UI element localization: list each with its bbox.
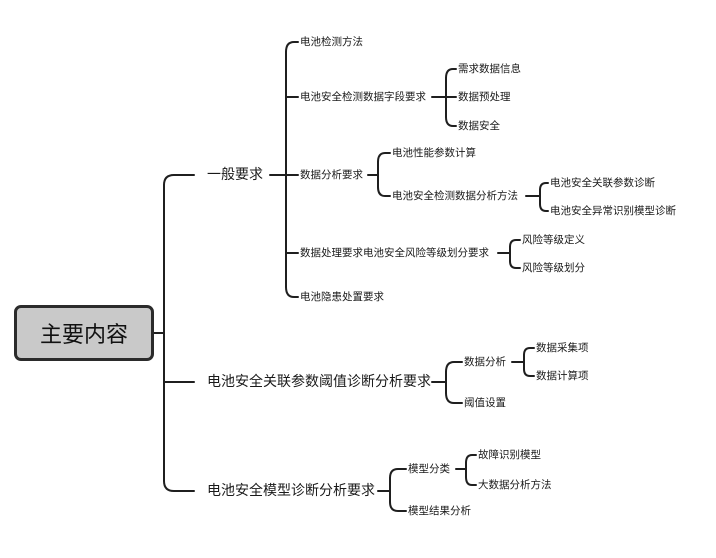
node-anomaly-model-diagnosis[interactable]: 电池安全异常识别模型诊断: [550, 205, 676, 217]
node-data-analysis-requirements[interactable]: 数据分析要求: [300, 169, 363, 181]
root-node[interactable]: 主要内容: [14, 305, 154, 361]
node-big-data-method[interactable]: 大数据分析方法: [478, 479, 552, 491]
branch-model-diagnosis[interactable]: 电池安全模型诊断分析要求: [207, 483, 375, 499]
node-threshold-setting[interactable]: 阈值设置: [464, 397, 506, 409]
node-demand-data-info[interactable]: 需求数据信息: [458, 63, 521, 75]
node-correlated-param-diagnosis[interactable]: 电池安全关联参数诊断: [550, 177, 655, 189]
node-model-classification[interactable]: 模型分类: [408, 463, 450, 475]
node-hazard-disposal[interactable]: 电池隐患处置要求: [300, 291, 384, 303]
node-battery-test-method[interactable]: 电池检测方法: [300, 36, 363, 48]
branch-threshold-diagnosis[interactable]: 电池安全关联参数阈值诊断分析要求: [207, 374, 431, 390]
node-data-calculation-items[interactable]: 数据计算项: [536, 370, 589, 382]
node-analysis-method[interactable]: 电池安全检测数据分析方法: [392, 190, 518, 202]
node-risk-level-definition[interactable]: 风险等级定义: [522, 234, 585, 246]
node-risk-level-requirements[interactable]: 数据处理要求电池安全风险等级划分要求: [300, 247, 489, 259]
root-label: 主要内容: [39, 323, 128, 348]
node-data-field-requirements[interactable]: 电池安全检测数据字段要求: [300, 91, 426, 103]
branch-general-requirements[interactable]: 一般要求: [207, 167, 263, 183]
node-performance-calc[interactable]: 电池性能参数计算: [392, 147, 476, 159]
node-data-preprocessing[interactable]: 数据预处理: [458, 91, 511, 103]
node-model-result-analysis[interactable]: 模型结果分析: [408, 505, 471, 517]
node-data-analysis[interactable]: 数据分析: [464, 356, 506, 368]
node-data-security[interactable]: 数据安全: [458, 120, 500, 132]
node-risk-level-division[interactable]: 风险等级划分: [522, 262, 585, 274]
node-data-collection-items[interactable]: 数据采集项: [536, 342, 589, 354]
node-fault-recognition-model[interactable]: 故障识别模型: [478, 449, 541, 461]
